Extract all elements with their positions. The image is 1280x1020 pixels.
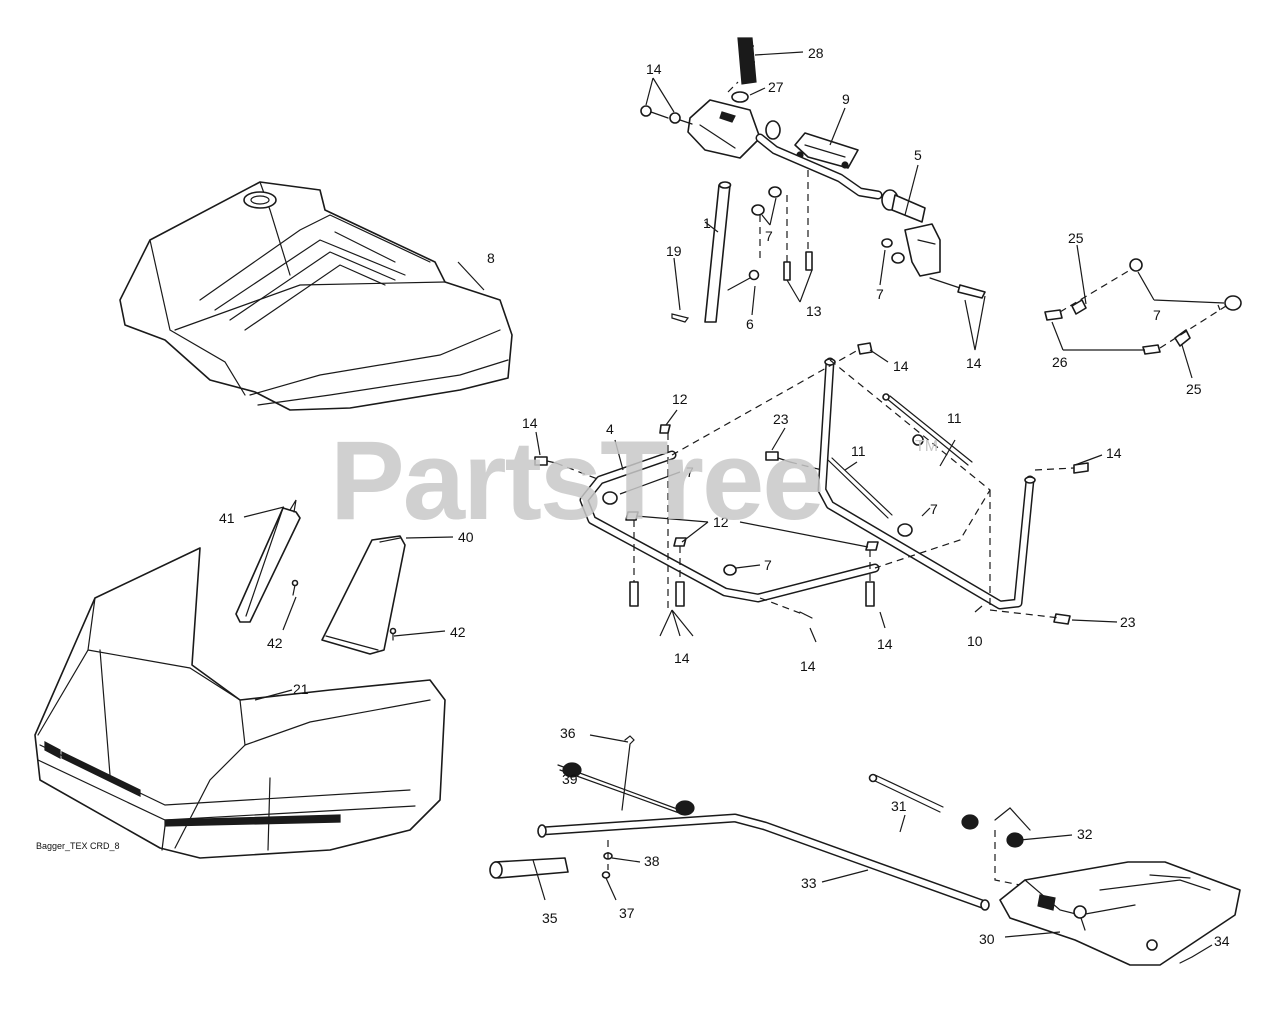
callout-14: 14: [966, 355, 982, 371]
bolt-14-right[interactable]: [929, 277, 986, 299]
callout-26: 26: [1052, 354, 1068, 370]
bolt-13[interactable]: [783, 251, 813, 281]
callout-10: 10: [967, 633, 983, 649]
frame-bolts[interactable]: [534, 342, 1089, 625]
assembly-line: [994, 830, 1021, 886]
callout-31: 31: [891, 798, 907, 814]
screw-42a[interactable]: [291, 579, 299, 596]
callout-34: 34: [1214, 933, 1230, 949]
side-panel[interactable]: [235, 499, 301, 623]
bolt-6[interactable]: [727, 269, 760, 291]
callout-7: 7: [765, 228, 773, 244]
callout-12: 12: [672, 391, 688, 407]
callout-36: 36: [560, 725, 576, 741]
assembly-line: [789, 461, 823, 471]
callout-14: 14: [877, 636, 893, 652]
callout-33: 33: [801, 875, 817, 891]
callout-41: 41: [219, 510, 235, 526]
callout-11: 11: [851, 443, 866, 459]
callout-7: 7: [1153, 307, 1161, 323]
assembly-line: [989, 490, 1061, 619]
pin-36[interactable]: [621, 735, 635, 811]
callout-14: 14: [893, 358, 909, 374]
callout-23: 23: [773, 411, 789, 427]
assembly-line: [759, 597, 806, 616]
handle-grip[interactable]: [737, 37, 757, 85]
callout-7: 7: [686, 464, 694, 480]
bolt-14-upper[interactable]: [640, 105, 693, 125]
callout-14: 14: [800, 658, 816, 674]
callout-7: 7: [764, 557, 772, 573]
callout-23: 23: [1120, 614, 1136, 630]
callout-25: 25: [1186, 381, 1202, 397]
washer-37[interactable]: [601, 871, 611, 879]
assembly-line: [1034, 467, 1075, 471]
callout-42: 42: [267, 635, 283, 651]
cover-panel[interactable]: [321, 535, 406, 655]
callout-4: 4: [606, 421, 614, 437]
rod-31[interactable]: [868, 773, 944, 813]
leader-lines: [243, 51, 1225, 958]
handle-tube[interactable]: [704, 181, 732, 323]
callout-27: 27: [768, 79, 784, 95]
lever-grip[interactable]: [489, 857, 569, 879]
callout-30: 30: [979, 931, 995, 947]
screw-42b[interactable]: [389, 627, 397, 641]
collar[interactable]: [731, 91, 749, 103]
callout-9: 9: [842, 91, 850, 107]
callout-11: 11: [947, 410, 962, 426]
hardware-group[interactable]: [1044, 258, 1242, 355]
callout-1: 1: [703, 215, 711, 231]
lift-lever[interactable]: [537, 813, 990, 911]
pin-34[interactable]: [1179, 956, 1193, 964]
callout-42: 42: [450, 624, 466, 640]
callout-35: 35: [542, 910, 558, 926]
frame-hardware[interactable]: [602, 424, 924, 576]
clip-19[interactable]: [671, 313, 690, 323]
assembly-line: [727, 81, 739, 93]
assembly-line: [555, 462, 601, 481]
bagger-bag[interactable]: [34, 547, 446, 859]
document-code: Bagger_TEX CRD_8: [36, 841, 120, 851]
callout-12: 12: [713, 514, 729, 530]
callout-37: 37: [619, 905, 635, 921]
callout-19: 19: [666, 243, 682, 259]
callout-8: 8: [487, 250, 495, 266]
callout-5: 5: [914, 147, 922, 163]
bagger-frame[interactable]: [579, 357, 1036, 610]
callout-labels: 28 27 14 9 5 8 1 19 7 6 13 7 14 25 7 26 …: [36, 45, 1230, 949]
callout-14: 14: [646, 61, 662, 77]
link-rod-11a[interactable]: [882, 393, 973, 466]
callout-38: 38: [644, 853, 660, 869]
callout-25: 25: [1068, 230, 1084, 246]
link-rod-11b[interactable]: [827, 457, 893, 519]
spring-32[interactable]: [961, 807, 1031, 848]
callout-6: 6: [746, 316, 754, 332]
spring-rod-39[interactable]: [557, 762, 695, 816]
callout-32: 32: [1077, 826, 1093, 842]
callout-7: 7: [930, 501, 938, 517]
bagger-top-cover[interactable]: [119, 181, 513, 411]
callout-28: 28: [808, 45, 824, 61]
callout-14: 14: [1106, 445, 1122, 461]
callout-14: 14: [674, 650, 690, 666]
callout-7: 7: [876, 286, 884, 302]
callout-40: 40: [458, 529, 474, 545]
callout-39: 39: [562, 771, 578, 787]
lift-bracket-assembly[interactable]: [687, 99, 941, 277]
nut-7-upper[interactable]: [751, 186, 905, 264]
callout-21: 21: [293, 681, 309, 697]
callout-14: 14: [522, 415, 538, 431]
callout-13: 13: [806, 303, 822, 319]
